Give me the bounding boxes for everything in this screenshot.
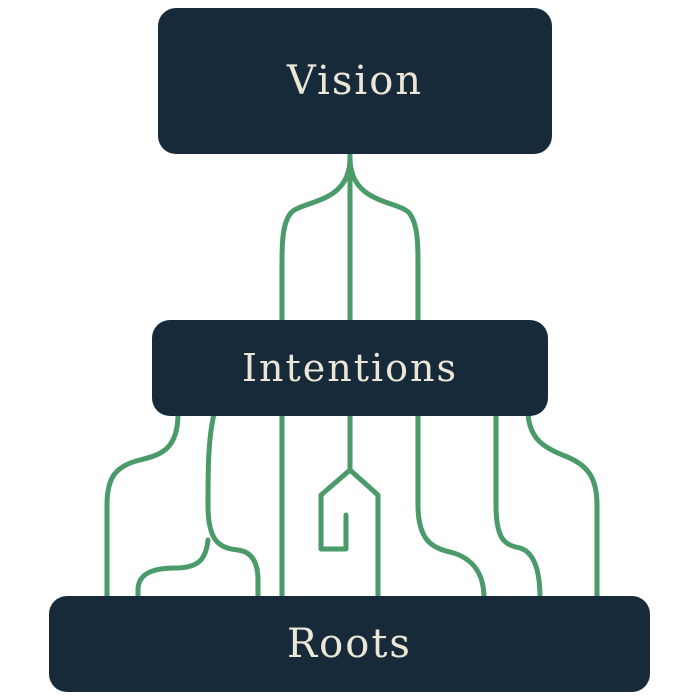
roots-center-spiral bbox=[318, 411, 381, 601]
vision-label: Vision bbox=[286, 58, 424, 104]
roots-branch-1 bbox=[104, 411, 181, 601]
roots-branch-6 bbox=[493, 411, 543, 601]
roots-node: Roots bbox=[49, 596, 650, 692]
intentions-label: Intentions bbox=[242, 346, 458, 390]
vision-node: Vision bbox=[158, 8, 552, 154]
intentions-node: Intentions bbox=[152, 320, 548, 416]
roots-label: Roots bbox=[287, 621, 412, 667]
vision-to-intentions-right bbox=[347, 155, 421, 325]
vision-to-intentions-left bbox=[279, 155, 353, 325]
roots-branch-5 bbox=[415, 411, 487, 601]
roots-branch-2 bbox=[205, 411, 261, 601]
roots-branch-3 bbox=[135, 537, 211, 601]
roots-branch-7 bbox=[525, 411, 600, 601]
